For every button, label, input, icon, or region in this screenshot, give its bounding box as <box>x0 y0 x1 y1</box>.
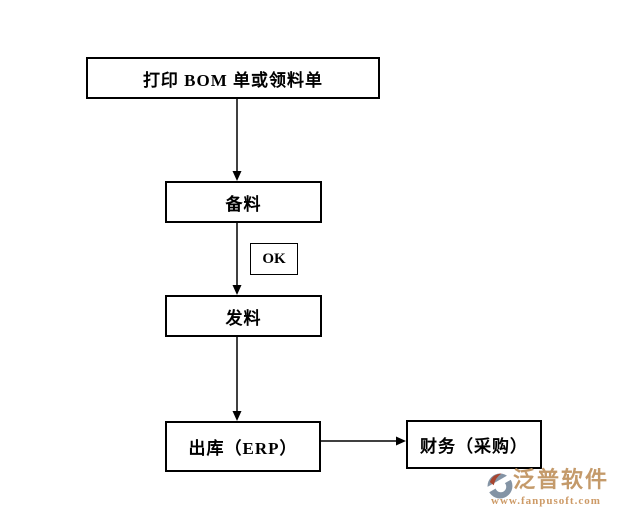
node-issue-material: 发料 <box>165 295 322 337</box>
node-finance-purchasing-label: 财务（采购） <box>420 437 528 456</box>
node-ok-condition: OK <box>250 243 298 275</box>
fanpusoft-watermark: 泛普软件 www.fanpusoft.com <box>480 464 623 515</box>
arrow-issue-to-outbound <box>232 337 242 421</box>
arrow-outbound-to-finance <box>321 436 406 446</box>
fanpusoft-logo-icon <box>486 472 514 499</box>
arrow-prepare-to-issue <box>232 223 242 295</box>
node-ok-condition-label: OK <box>262 250 286 267</box>
node-prepare-material-label: 备料 <box>225 194 262 214</box>
node-prepare-material: 备料 <box>165 181 322 223</box>
node-finance-purchasing: 财务（采购） <box>406 420 542 469</box>
node-print-bom: 打印 BOM 单或领料单 <box>86 57 380 99</box>
node-outbound-erp-label: 出库（ERP） <box>188 439 298 458</box>
fanpusoft-url-text: www.fanpusoft.com <box>491 495 601 507</box>
node-issue-material-label: 发料 <box>225 308 262 328</box>
node-print-bom-label: 打印 BOM 单或领料单 <box>142 70 324 90</box>
node-outbound-erp: 出库（ERP） <box>165 421 321 472</box>
fanpusoft-brand-text: 泛普软件 <box>513 467 610 492</box>
arrow-print-to-prepare <box>232 99 242 181</box>
